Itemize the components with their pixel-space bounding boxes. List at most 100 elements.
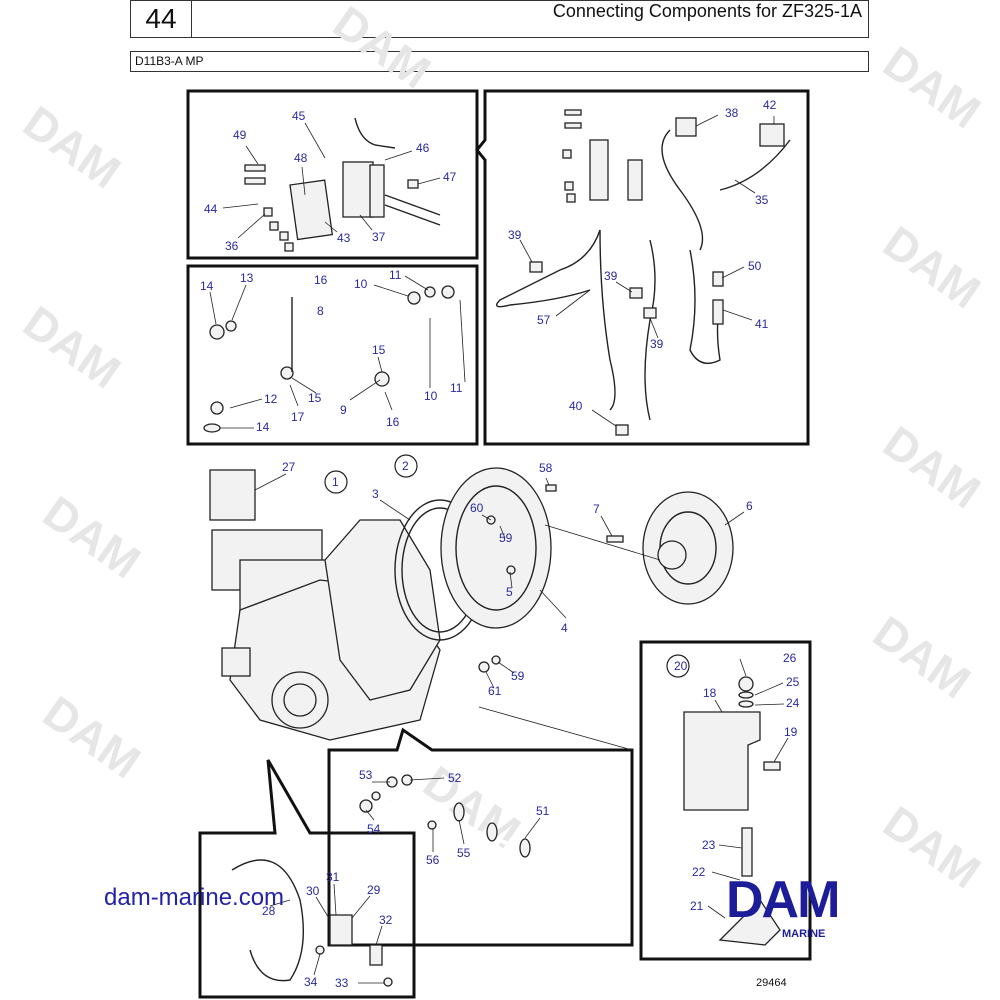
watermark-text: DAM: [14, 296, 130, 399]
watermark-text: DAM: [324, 0, 440, 98]
callout-6: 6: [746, 499, 753, 513]
callout-21: 21: [690, 899, 704, 913]
callout-53: 53: [359, 768, 373, 782]
callout-59b: 59: [511, 669, 525, 683]
callout-51: 51: [536, 804, 550, 818]
callout-11a: 11: [389, 268, 402, 282]
watermark-text: DAM: [34, 486, 150, 589]
callout-39a: 39: [508, 228, 522, 242]
callout-45: 45: [292, 109, 306, 123]
hose-panel: [203, 285, 455, 433]
callout-46: 46: [416, 141, 430, 155]
group-markers: [324, 454, 690, 678]
callout-22: 22: [692, 865, 706, 879]
callout-11b: 11: [450, 381, 463, 395]
callout-39b: 39: [604, 269, 618, 283]
callout-35: 35: [755, 193, 769, 207]
watermark-layer: DAM DAM DAM DAM DAM DAM DAM DAM DAM DAM …: [14, 0, 990, 898]
bracket-panel: [683, 676, 781, 946]
callout-20: 20: [674, 659, 688, 673]
callout-25: 25: [786, 675, 800, 689]
callout-10b: 10: [424, 389, 438, 403]
callout-49: 49: [233, 128, 247, 142]
callout-28: 28: [262, 904, 276, 918]
callout-37: 37: [372, 230, 386, 244]
callout-39c: 39: [650, 337, 664, 351]
callout-52: 52: [448, 771, 462, 785]
callout-17: 17: [291, 410, 305, 424]
watermark-text: DAM: [34, 686, 150, 789]
callout-8: 8: [317, 304, 324, 318]
callout-33: 33: [335, 976, 349, 990]
callout-54: 54: [367, 822, 381, 836]
callout-40: 40: [569, 399, 583, 413]
watermark-text: DAM: [864, 606, 980, 709]
callout-18: 18: [703, 686, 717, 700]
callout-labels: 49 45 46 47 48 44 36 43 37 38 42 35 39 3…: [200, 98, 800, 990]
callout-1: 1: [332, 475, 339, 489]
callout-61: 61: [488, 684, 502, 698]
callout-43: 43: [337, 231, 351, 245]
callout-10a: 10: [354, 277, 368, 291]
callout-16a: 16: [314, 273, 328, 287]
callout-58: 58: [539, 461, 553, 475]
callout-15a: 15: [372, 343, 386, 357]
callout-7: 7: [593, 502, 600, 516]
callout-57: 57: [537, 313, 551, 327]
figure-reference-number: 29464: [756, 977, 787, 989]
callout-38: 38: [725, 106, 739, 120]
callout-32: 32: [379, 913, 393, 927]
logo-subtext: MARINE: [782, 928, 826, 940]
callout-14b: 14: [256, 420, 270, 434]
callout-27: 27: [282, 460, 296, 474]
logo-text: DAM: [726, 871, 840, 929]
callout-4: 4: [561, 621, 568, 635]
callout-41: 41: [755, 317, 769, 331]
callout-19: 19: [784, 725, 798, 739]
watermark-text: DAM: [874, 36, 990, 139]
callout-24: 24: [786, 696, 800, 710]
shaft-panel: [359, 774, 606, 882]
callout-56: 56: [426, 853, 440, 867]
brand-logo: DAM MARINE: [716, 871, 896, 946]
callout-16b: 16: [386, 415, 400, 429]
main-assembly: [209, 467, 734, 741]
page-number: 44: [145, 3, 177, 34]
callout-2: 2: [402, 459, 409, 473]
callout-30: 30: [306, 884, 320, 898]
callout-9: 9: [340, 403, 347, 417]
watermark-text: DAM: [874, 216, 990, 319]
engine-model: D11B3-A MP: [135, 54, 204, 68]
title-box: Connecting Components for ZF325-1A: [192, 0, 869, 38]
harness-panel: [496, 109, 791, 436]
sensor-panel: [231, 859, 393, 987]
watermark-text: DAM: [414, 756, 530, 859]
callout-47: 47: [443, 170, 457, 184]
callout-12: 12: [264, 392, 278, 406]
callout-48: 48: [294, 151, 308, 165]
engine-model-box: D11B3-A MP: [130, 51, 869, 72]
callout-44: 44: [204, 202, 218, 216]
callout-3: 3: [372, 487, 379, 501]
callout-59a: 59: [499, 531, 513, 545]
callout-31: 31: [326, 870, 340, 884]
callout-14a: 14: [200, 279, 214, 293]
callout-42: 42: [763, 98, 777, 112]
callout-23: 23: [702, 838, 716, 852]
callout-13: 13: [240, 271, 254, 285]
watermark-text: DAM: [14, 96, 130, 199]
watermark-text: DAM: [874, 416, 990, 519]
callout-36: 36: [225, 239, 239, 253]
callout-29: 29: [367, 883, 381, 897]
callout-26: 26: [783, 651, 797, 665]
callout-15b: 15: [308, 391, 322, 405]
callout-34: 34: [304, 975, 318, 989]
website-link[interactable]: dam-marine.com: [104, 884, 285, 911]
leader-lines: [209, 114, 789, 984]
callout-50: 50: [748, 259, 762, 273]
page-number-box: 44: [130, 0, 192, 38]
page-title: Connecting Components for ZF325-1A: [552, 1, 862, 21]
callout-60: 60: [470, 501, 484, 515]
callout-55: 55: [457, 846, 471, 860]
